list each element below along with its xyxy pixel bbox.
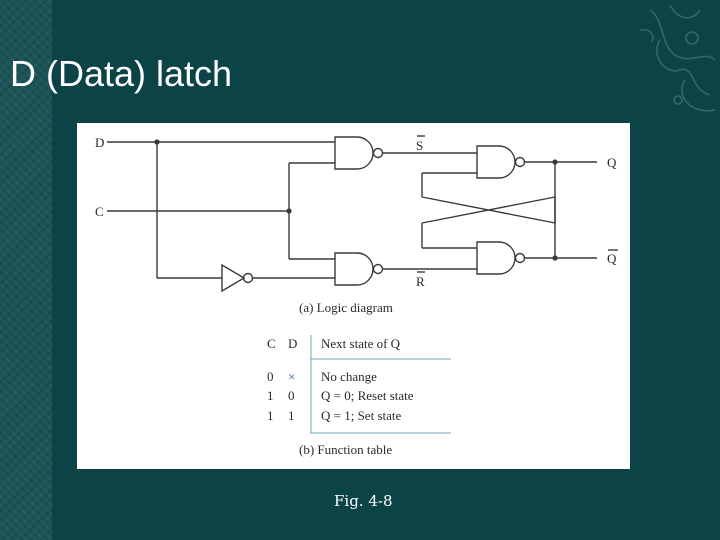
logic-diagram: D C S R Q Q (a) Logic diagram C D Next s… bbox=[95, 135, 618, 457]
nand-gate-icon bbox=[334, 136, 374, 170]
caption-function-table: (b) Function table bbox=[299, 442, 392, 457]
table-cell-next-state: Q = 1; Set state bbox=[321, 408, 401, 423]
label-q-output: Q bbox=[607, 155, 617, 170]
nand-bubble bbox=[514, 156, 526, 168]
table-cell-next-state: Q = 0; Reset state bbox=[321, 388, 414, 403]
junction-dot bbox=[552, 159, 558, 165]
table-header-c: C bbox=[267, 336, 276, 351]
table-cell-c: 0 bbox=[267, 369, 274, 384]
inverter-icon bbox=[221, 263, 246, 293]
nand-bubble bbox=[372, 263, 384, 275]
table-cell-d: × bbox=[288, 369, 295, 384]
decorative-left-strip bbox=[0, 0, 52, 540]
label-r-bar: R bbox=[416, 274, 425, 289]
nand-bubble bbox=[372, 147, 384, 159]
label-c-input: C bbox=[95, 204, 104, 219]
wire-q-bar-cross bbox=[421, 196, 556, 224]
decorative-swirl-icon bbox=[639, 4, 716, 112]
table-cell-next-state: No change bbox=[321, 369, 377, 384]
table-cell-c: 1 bbox=[267, 388, 274, 403]
table-cell-d: 0 bbox=[288, 388, 295, 403]
d-latch-figure: D C S R Q Q (a) Logic diagram C D Next s… bbox=[77, 123, 630, 469]
junction-dot bbox=[552, 255, 558, 261]
inverter-bubble bbox=[242, 272, 254, 284]
nand-bubble bbox=[514, 252, 526, 264]
table-cell-d: 1 bbox=[288, 408, 295, 423]
nand-gate-icon bbox=[476, 145, 516, 179]
label-s-bar: S bbox=[416, 138, 423, 153]
label-q-bar-output: Q bbox=[607, 251, 617, 266]
label-d-input: D bbox=[95, 135, 104, 150]
caption-logic-diagram: (a) Logic diagram bbox=[299, 300, 393, 315]
slide-title: D (Data) latch bbox=[10, 53, 233, 94]
junction-dot bbox=[286, 208, 292, 214]
table-cell-c: 1 bbox=[267, 408, 274, 423]
nand-gate-icon bbox=[476, 241, 516, 275]
junction-dot bbox=[154, 139, 160, 145]
table-header-d: D bbox=[288, 336, 297, 351]
figure-caption: Fig. 4-8 bbox=[334, 492, 393, 510]
table-header-next-state: Next state of Q bbox=[321, 336, 401, 351]
nand-gate-icon bbox=[334, 252, 374, 286]
